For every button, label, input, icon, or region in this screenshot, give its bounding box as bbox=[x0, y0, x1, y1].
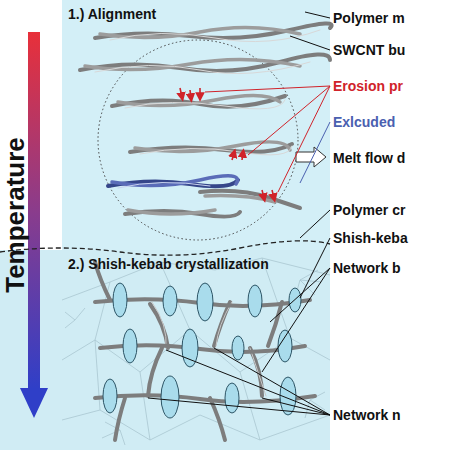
erosion-arrow bbox=[190, 90, 191, 98]
nanotube-highlight bbox=[125, 100, 285, 109]
kebab-disc bbox=[248, 285, 262, 317]
leader-line bbox=[300, 122, 330, 183]
axis-label: Temperature bbox=[0, 137, 30, 293]
shish-bundle bbox=[95, 299, 310, 306]
nanotube bbox=[118, 95, 280, 105]
grain-boundary bbox=[95, 258, 290, 440]
crystallization-region: 2.) Shish-kebab crystallization bbox=[0, 250, 330, 450]
zoom-circle bbox=[98, 40, 298, 240]
nanotube-highlight bbox=[140, 146, 292, 155]
excluded-bundle bbox=[108, 176, 238, 188]
nanotube bbox=[100, 27, 300, 37]
nanotube bbox=[125, 211, 240, 217]
nanotube bbox=[130, 144, 292, 152]
swcnt-bundle bbox=[130, 142, 292, 155]
kebab-disc bbox=[278, 330, 292, 362]
nanotube-highlight bbox=[118, 182, 210, 188]
kebab-disc bbox=[289, 288, 301, 312]
callout-label: Erosion pr bbox=[333, 78, 403, 94]
nanotube-highlight bbox=[110, 30, 320, 42]
erosion-arrows bbox=[180, 88, 274, 198]
arrow-head bbox=[20, 388, 48, 418]
kebab-disc bbox=[163, 286, 177, 316]
leader-lines bbox=[148, 12, 330, 415]
leader-line bbox=[148, 348, 330, 415]
swcnt-bundle bbox=[112, 95, 285, 108]
callout-label: Polymer m bbox=[333, 10, 405, 26]
callout-label: Shish-keba bbox=[333, 230, 408, 246]
shish-kebab-network bbox=[95, 262, 315, 440]
nanotube bbox=[80, 54, 330, 70]
erosion-arrow bbox=[180, 88, 182, 97]
alignment-region: 1.) Alignment bbox=[62, 0, 330, 250]
nanotube bbox=[112, 176, 238, 186]
erosion-leaders bbox=[205, 86, 330, 192]
erosion-arrow bbox=[262, 190, 264, 198]
nanotube bbox=[205, 196, 275, 202]
grain-boundary bbox=[62, 330, 330, 372]
kebab-disc bbox=[280, 377, 296, 415]
kebab-disc bbox=[103, 379, 117, 413]
swcnt-bundle bbox=[200, 191, 300, 208]
region-title: 1.) Alignment bbox=[68, 6, 156, 22]
kebab-discs bbox=[103, 283, 301, 418]
grain-boundary bbox=[62, 258, 330, 300]
kebab-disc bbox=[113, 283, 127, 317]
shish-bundle bbox=[95, 395, 315, 402]
erosion-arrow bbox=[272, 190, 274, 198]
shish-bundle bbox=[100, 345, 305, 352]
leader-line bbox=[262, 268, 330, 372]
kebab-disc bbox=[182, 329, 198, 367]
leader-line bbox=[300, 238, 330, 298]
erosion-arrow bbox=[199, 88, 201, 97]
network-bundle bbox=[95, 262, 282, 440]
nanotube bbox=[200, 191, 300, 208]
callout-label: Network n bbox=[333, 407, 401, 423]
lamella-lines bbox=[65, 270, 325, 445]
nanotube bbox=[95, 23, 332, 38]
polymer-crystal-texture bbox=[62, 258, 330, 445]
kebab-disc bbox=[123, 329, 137, 363]
callout-label: Network b bbox=[333, 260, 401, 276]
kebab-disc bbox=[161, 376, 179, 418]
swcnt-bundle bbox=[125, 210, 240, 217]
leader-line bbox=[305, 12, 330, 18]
callout-label: SWCNT bu bbox=[333, 42, 405, 58]
callout-label: Melt flow d bbox=[333, 150, 405, 166]
region-title: 2.) Shish-kebab crystallization bbox=[68, 256, 269, 272]
leader-line bbox=[300, 210, 330, 238]
swcnt-bundles bbox=[80, 23, 332, 216]
callout-label: Polymer cr bbox=[333, 202, 405, 218]
leader-line bbox=[205, 86, 330, 192]
nanotube bbox=[85, 59, 300, 69]
nanotube bbox=[108, 180, 238, 186]
kebab-disc bbox=[197, 283, 213, 321]
kebab-disc bbox=[225, 383, 239, 413]
kebab-disc bbox=[232, 336, 244, 360]
nanotube-highlight bbox=[152, 302, 266, 396]
nanotube bbox=[112, 96, 285, 107]
nanotube bbox=[135, 142, 290, 152]
nanotube bbox=[128, 210, 215, 214]
region-boundary bbox=[0, 241, 330, 255]
melt-flow-arrow bbox=[296, 147, 326, 167]
erosion-arrow bbox=[232, 153, 234, 160]
callout-label: Exlcuded bbox=[333, 114, 395, 130]
nanotube-highlight bbox=[95, 62, 310, 74]
swcnt-bundle bbox=[80, 54, 330, 73]
leader-line bbox=[290, 36, 330, 50]
grain-boundary bbox=[62, 410, 330, 440]
erosion-arrow bbox=[242, 153, 243, 160]
swcnt-bundle bbox=[95, 23, 332, 41]
